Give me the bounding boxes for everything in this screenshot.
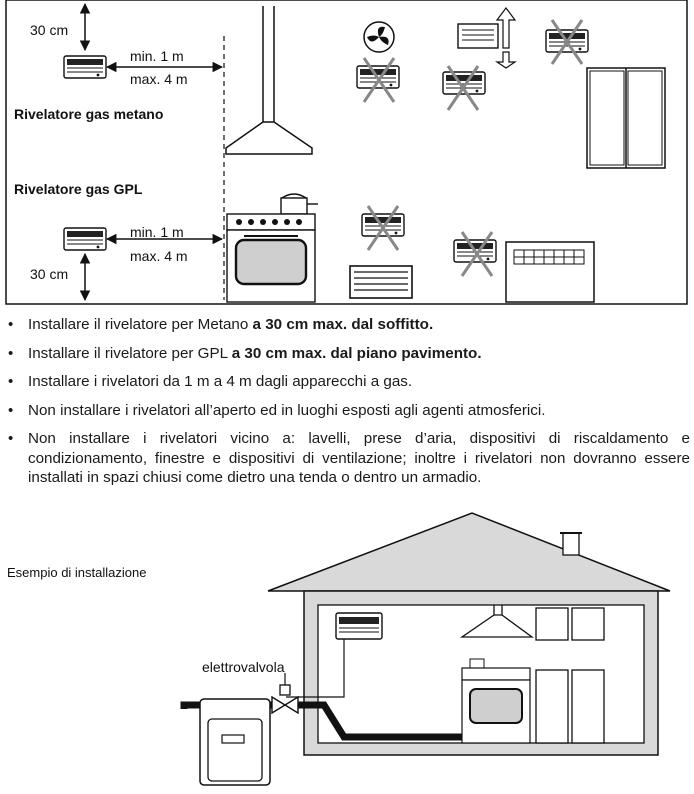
detector-above-radiator-icon xyxy=(361,213,405,237)
installation-example-diagram: Esempio di installazione elettrovalvola xyxy=(0,505,694,789)
bullet-icon: • xyxy=(8,430,14,447)
gas-stove-icon xyxy=(461,658,531,744)
rule-item: •Non installare i rivelatori vicino a: l… xyxy=(8,430,690,486)
gpl-max-label: max. 4 m xyxy=(130,248,188,264)
upper-cabinet xyxy=(535,607,569,641)
rule-item: •Installare i rivelatori da 1 m a 4 m da… xyxy=(8,373,413,390)
gas-meter-icon xyxy=(199,698,271,786)
placement-diagram: 30 cm min. 1 m max. 4 m Rivelatore gas m… xyxy=(0,0,694,306)
gas-pipe xyxy=(298,701,462,741)
rule-item: •Installare il rivelatore per GPL a 30 c… xyxy=(8,344,482,362)
chimney-icon xyxy=(562,532,580,556)
bullet-icon: • xyxy=(8,373,14,390)
installation-rules-list: •Installare il rivelatore per Metano a 3… xyxy=(6,315,690,497)
detector-wire xyxy=(286,639,345,698)
valve-label: elettrovalvola xyxy=(202,659,285,675)
example-caption: Esempio di installazione xyxy=(7,565,147,580)
range-hood-icon xyxy=(459,605,534,638)
lower-cabinet xyxy=(535,669,569,744)
window-icon xyxy=(586,67,666,169)
placement-diagram-art xyxy=(5,0,688,305)
gpl-detector-icon xyxy=(63,227,107,251)
upper-cabinet xyxy=(571,607,605,641)
diagram-frame xyxy=(5,0,688,305)
metano-max-label: max. 4 m xyxy=(130,71,188,87)
air-vent-icon xyxy=(457,7,517,69)
metano-min-label: min. 1 m xyxy=(130,48,184,64)
radiator-icon xyxy=(349,265,413,299)
metano-detector-icon xyxy=(63,55,107,79)
wall-detector-icon xyxy=(335,612,383,640)
rule-item: •Non installare i rivelatori all’aperto … xyxy=(8,401,546,419)
rule-item: •Installare il rivelatore per Metano a 3… xyxy=(8,316,434,333)
gpl-detector-label: Rivelatore gas GPL xyxy=(14,181,143,197)
metano-detector-label: Rivelatore gas metano xyxy=(14,106,164,122)
heater-icon xyxy=(505,241,595,303)
gpl-min-label: min. 1 m xyxy=(130,224,184,240)
bullet-icon: • xyxy=(8,316,14,333)
bullet-icon: • xyxy=(8,401,14,419)
range-hood-icon xyxy=(225,6,313,155)
lower-cabinet xyxy=(571,669,605,744)
ceiling-distance-label: 30 cm xyxy=(30,22,69,38)
gas-stove-icon xyxy=(226,193,318,303)
bullet-icon: • xyxy=(8,344,14,362)
floor-distance-label: 30 cm xyxy=(30,266,69,282)
house-roof xyxy=(267,512,671,592)
installation-example-art xyxy=(180,512,671,786)
solenoid-valve-icon xyxy=(271,673,299,715)
fan-icon xyxy=(363,21,395,53)
